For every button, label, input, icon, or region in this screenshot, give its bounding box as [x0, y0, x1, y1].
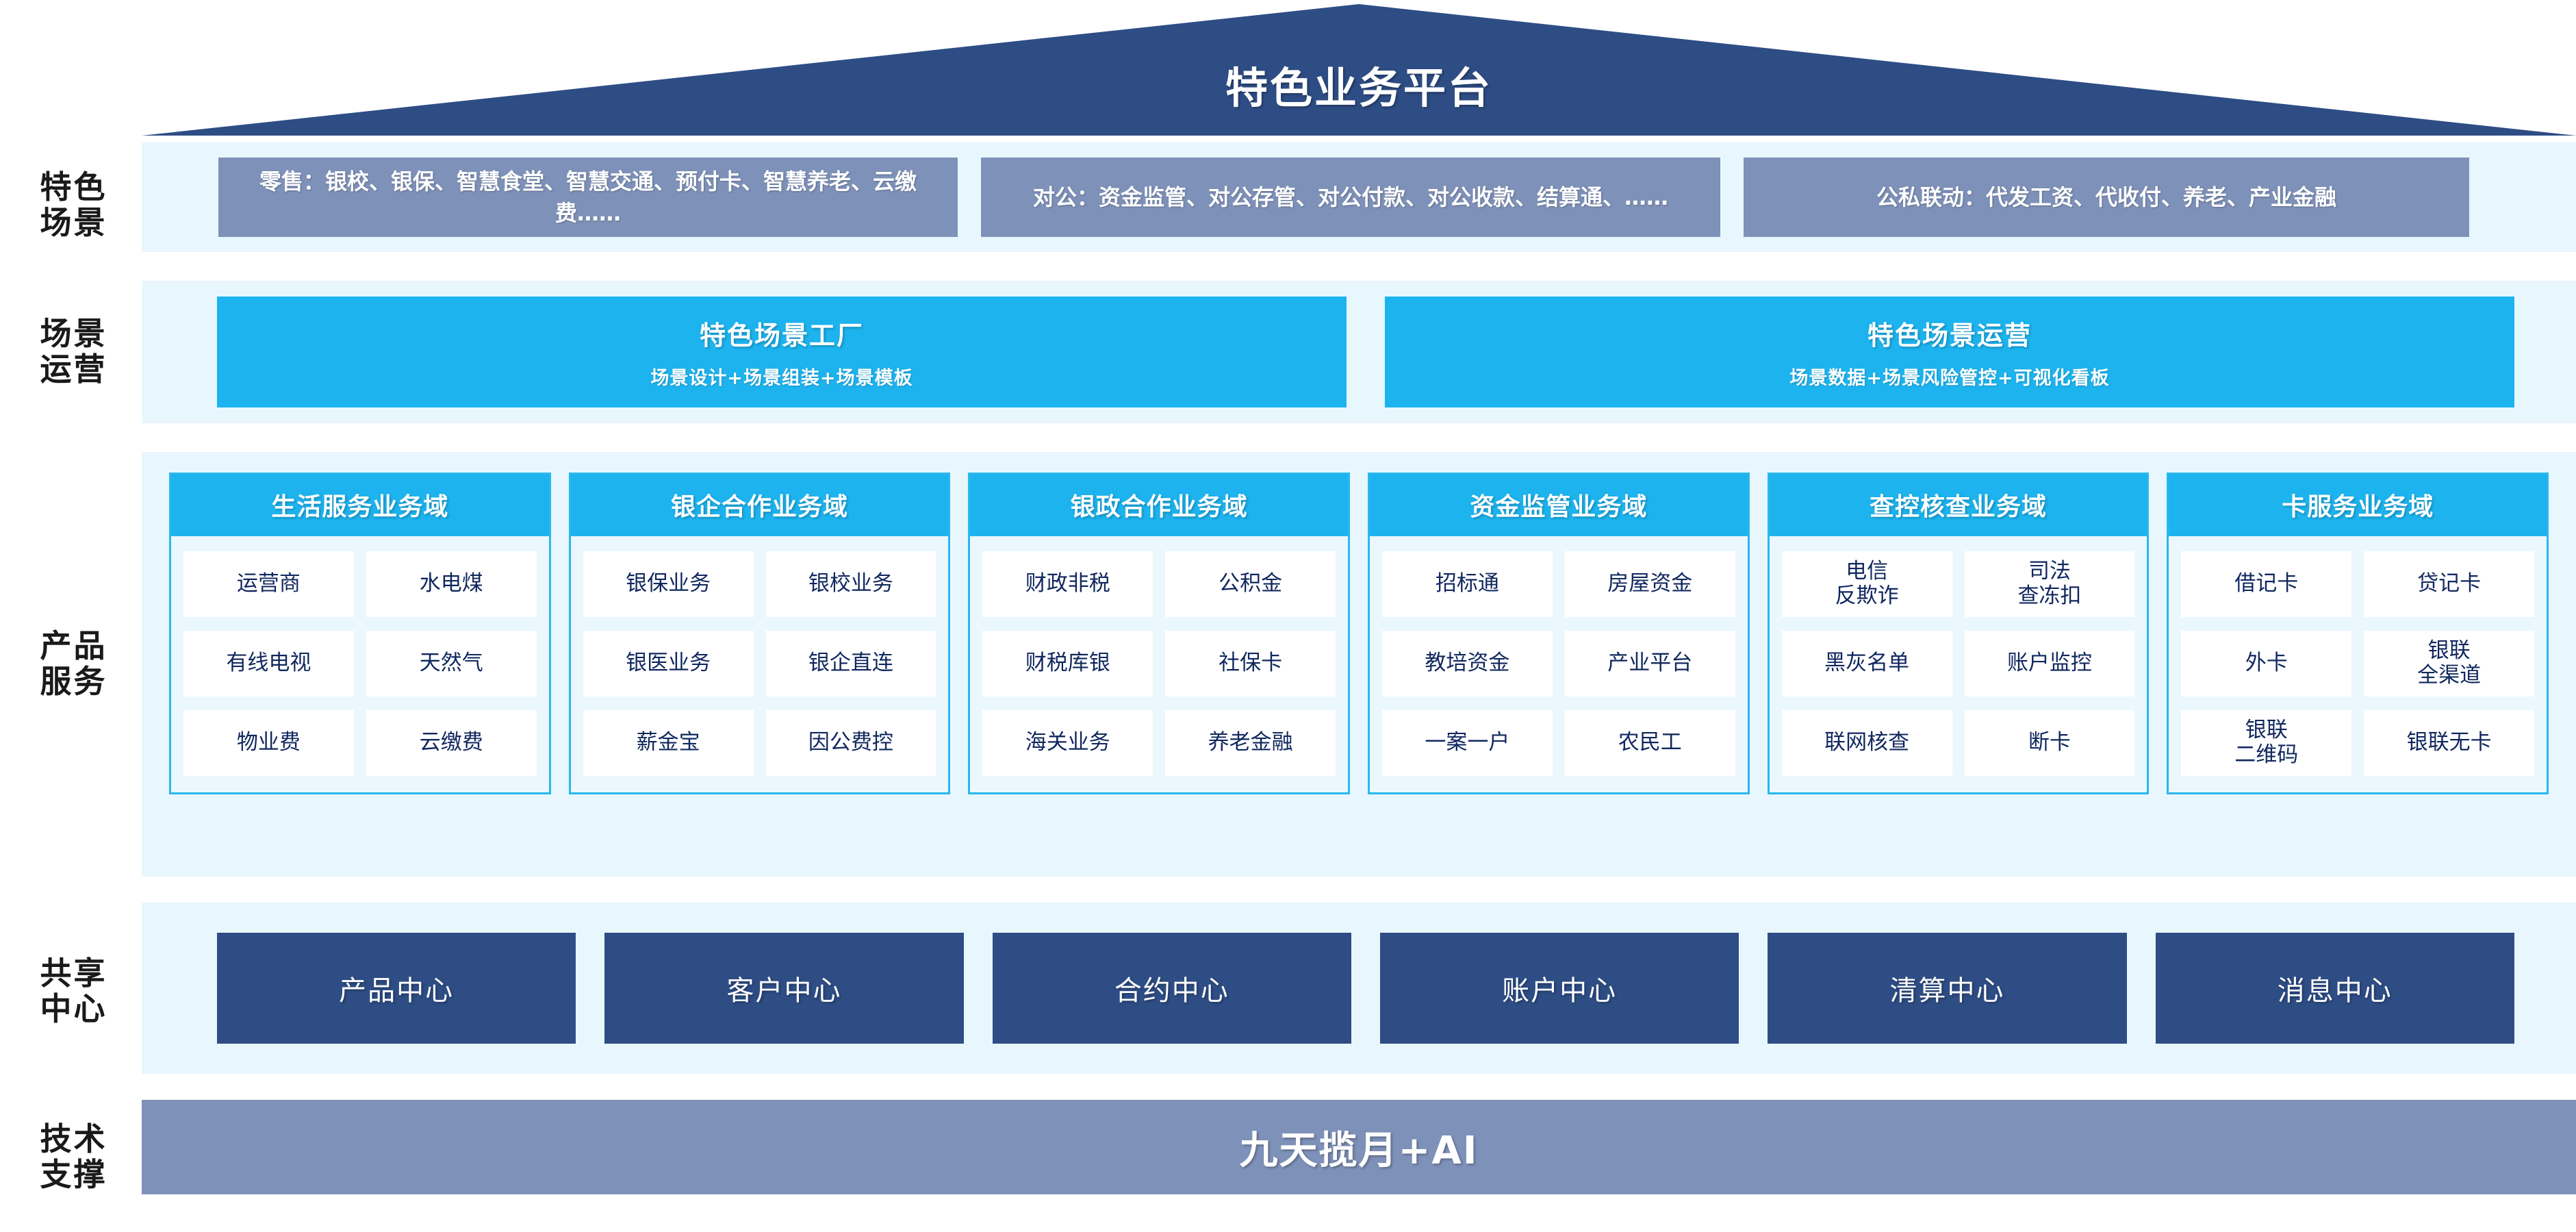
domain-header[interactable]: 资金监管业务域 [1370, 475, 1748, 536]
row-label-products-line1: 产品 [40, 627, 107, 664]
domain-item[interactable]: 房屋资金 [1564, 551, 1735, 617]
domain-column: 查控核查业务域电信反欺诈司法查冻扣黑灰名单账户监控联网核查断卡 [1767, 473, 2150, 794]
shared-center-box[interactable]: 消息中心 [2155, 933, 2514, 1044]
domain-item[interactable]: 云缴费 [366, 710, 537, 776]
row-label-products-line2: 服务 [40, 662, 107, 700]
shared-center-box[interactable]: 合约中心 [992, 933, 1351, 1044]
row-label-operations: 场景 运营 [14, 316, 133, 387]
product-services-band: 生活服务业务域运营商水电煤有线电视天然气物业费云缴费银企合作业务域银保业务银校业… [142, 452, 2576, 877]
scene-operation-title: 特色场景运营 [1867, 320, 2032, 351]
domain-item[interactable]: 招标通 [1382, 551, 1553, 617]
operations-box-scene-operation[interactable]: 特色场景运营 场景数据+场景风险管控+可视化看板 [1385, 297, 2514, 407]
domain-item[interactable]: 农民工 [1564, 710, 1735, 776]
domain-item[interactable]: 教培资金 [1382, 631, 1553, 696]
row-label-scenario-line1: 特色 [40, 168, 107, 205]
roof-shape-icon [142, 4, 2576, 136]
domain-item[interactable]: 银企直连 [765, 631, 936, 696]
row-label-tech-line2: 支撑 [40, 1155, 107, 1193]
domain-item[interactable]: 有线电视 [183, 631, 354, 696]
scene-factory-title: 特色场景工厂 [699, 320, 864, 351]
domain-item-grid: 招标通房屋资金教培资金产业平台一案一户农民工 [1370, 536, 1748, 792]
platform-roof-banner: 特色业务平台 [142, 4, 2576, 136]
domain-item[interactable]: 薪金宝 [583, 710, 754, 776]
domain-item[interactable]: 断卡 [1964, 710, 2135, 776]
domain-header[interactable]: 生活服务业务域 [171, 475, 549, 536]
domain-item-grid: 银保业务银校业务银医业务银企直连薪金宝因公费控 [570, 536, 949, 792]
operations-band: 特色场景工厂 场景设计+场景组装+场景模板 特色场景运营 场景数据+场景风险管控… [142, 281, 2576, 423]
domain-item[interactable]: 账户监控 [1964, 631, 2135, 696]
domain-column: 资金监管业务域招标通房屋资金教培资金产业平台一案一户农民工 [1368, 473, 1750, 794]
domain-item[interactable]: 水电煤 [366, 551, 537, 617]
domain-item[interactable]: 财税库银 [982, 631, 1153, 696]
row-label-operations-line1: 场景 [40, 315, 107, 352]
domain-header[interactable]: 银企合作业务域 [570, 475, 949, 536]
row-label-operations-line2: 运营 [40, 350, 107, 388]
domain-column: 银政合作业务域财政非税公积金财税库银社保卡海关业务养老金融 [968, 473, 1351, 794]
domain-item-grid: 运营商水电煤有线电视天然气物业费云缴费 [171, 536, 549, 792]
scene-factory-subtitle: 场景设计+场景组装+场景模板 [650, 368, 913, 389]
domain-item-grid: 财政非税公积金财税库银社保卡海关业务养老金融 [970, 536, 1349, 792]
domain-item[interactable]: 因公费控 [765, 710, 936, 776]
domain-item[interactable]: 公积金 [1165, 551, 1336, 617]
domain-item[interactable]: 联网核查 [1781, 710, 1952, 776]
domain-header[interactable]: 卡服务业务域 [2169, 475, 2547, 536]
domain-item[interactable]: 电信反欺诈 [1781, 551, 1952, 617]
shared-center-box[interactable]: 清算中心 [1768, 933, 2127, 1044]
row-label-tech: 技术 支撑 [14, 1120, 133, 1193]
row-label-centers: 共享 中心 [14, 955, 133, 1027]
row-label-scenario: 特色 场景 [14, 168, 133, 241]
domain-item[interactable]: 物业费 [183, 710, 354, 776]
domain-item[interactable]: 贷记卡 [2364, 551, 2535, 617]
domain-item[interactable]: 黑灰名单 [1781, 631, 1952, 696]
domain-item[interactable]: 司法查冻扣 [1964, 551, 2135, 617]
domain-item[interactable]: 银联无卡 [2364, 710, 2535, 776]
domain-item[interactable]: 社保卡 [1165, 631, 1336, 696]
domain-item[interactable]: 银保业务 [583, 551, 754, 617]
row-label-centers-line1: 共享 [40, 955, 107, 992]
domain-item[interactable]: 财政非税 [982, 551, 1153, 617]
domain-item[interactable]: 天然气 [366, 631, 537, 696]
domain-item[interactable]: 运营商 [183, 551, 354, 617]
scenario-box-corporate[interactable]: 对公：资金监管、对公存管、对公付款、对公收款、结算通、…… [981, 158, 1720, 237]
domain-header[interactable]: 银政合作业务域 [970, 475, 1349, 536]
shared-center-box[interactable]: 账户中心 [1379, 933, 1739, 1044]
domain-item[interactable]: 产业平台 [1564, 631, 1735, 696]
page-title: 特色业务平台 [1225, 63, 1492, 113]
scenario-box-public-private[interactable]: 公私联动：代发工资、代收付、养老、产业金融 [1744, 158, 2469, 237]
domain-item[interactable]: 外卡 [2181, 631, 2352, 696]
row-label-products: 产品 服务 [14, 627, 133, 700]
row-label-tech-line1: 技术 [40, 1120, 107, 1157]
domain-item[interactable]: 一案一户 [1382, 710, 1553, 776]
shared-centers-band: 产品中心客户中心合约中心账户中心清算中心消息中心 [142, 903, 2576, 1074]
scene-operation-subtitle: 场景数据+场景风险管控+可视化看板 [1789, 368, 2110, 389]
domain-header[interactable]: 查控核查业务域 [1769, 475, 2147, 536]
domain-item[interactable]: 银校业务 [765, 551, 936, 617]
domain-item[interactable]: 银联全渠道 [2364, 631, 2535, 696]
domain-item[interactable]: 养老金融 [1165, 710, 1336, 776]
domain-columns: 生活服务业务域运营商水电煤有线电视天然气物业费云缴费银企合作业务域银保业务银校业… [142, 452, 2576, 877]
shared-center-list: 产品中心客户中心合约中心账户中心清算中心消息中心 [142, 903, 2576, 1074]
domain-item[interactable]: 海关业务 [982, 710, 1153, 776]
tech-support-label: 九天揽月+AI [1239, 1128, 1479, 1173]
tech-support-bar[interactable]: 九天揽月+AI [142, 1100, 2576, 1194]
row-label-scenario-line2: 场景 [40, 203, 107, 241]
domain-item-grid: 电信反欺诈司法查冻扣黑灰名单账户监控联网核查断卡 [1769, 536, 2147, 792]
row-label-centers-line2: 中心 [40, 990, 107, 1027]
domain-item[interactable]: 银医业务 [583, 631, 754, 696]
shared-center-box[interactable]: 产品中心 [217, 933, 576, 1044]
domain-column: 生活服务业务域运营商水电煤有线电视天然气物业费云缴费 [169, 473, 551, 794]
operations-box-scene-factory[interactable]: 特色场景工厂 场景设计+场景组装+场景模板 [217, 297, 1347, 407]
domain-item-grid: 借记卡贷记卡外卡银联全渠道银联二维码银联无卡 [2169, 536, 2547, 792]
shared-center-box[interactable]: 客户中心 [604, 933, 964, 1044]
domain-item[interactable]: 银联二维码 [2181, 710, 2352, 776]
domain-column: 卡服务业务域借记卡贷记卡外卡银联全渠道银联二维码银联无卡 [2167, 473, 2549, 794]
scenario-box-retail[interactable]: 零售：银校、银保、智慧食堂、智慧交通、预付卡、智慧养老、云缴费…… [218, 158, 958, 237]
domain-column: 银企合作业务域银保业务银校业务银医业务银企直连薪金宝因公费控 [568, 473, 951, 794]
domain-item[interactable]: 借记卡 [2181, 551, 2352, 617]
scenario-band: 零售：银校、银保、智慧食堂、智慧交通、预付卡、智慧养老、云缴费…… 对公：资金监… [142, 142, 2576, 252]
